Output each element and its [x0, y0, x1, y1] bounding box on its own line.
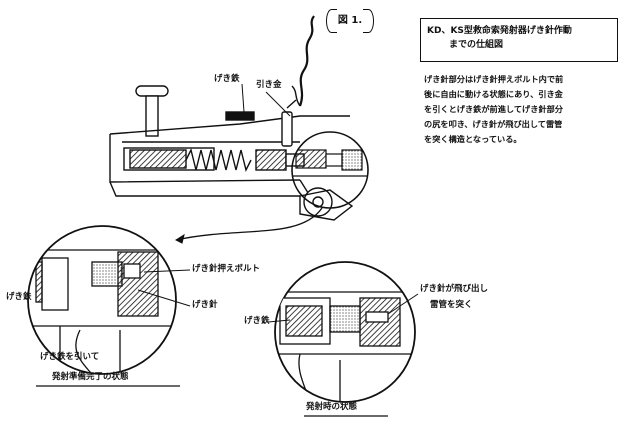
detail-circle-top [291, 131, 369, 209]
spring [185, 147, 252, 173]
label-top-trigger: 引き金 [256, 80, 282, 90]
label-left-hammer: げき鉄 [6, 292, 32, 302]
figure-number-bracket-left [326, 9, 337, 33]
description-line: を突く構造となっている。 [424, 134, 522, 144]
detail-circle-ready [27, 225, 191, 375]
figure-number-bracket-right [363, 9, 374, 33]
lanyard-rope [298, 15, 315, 107]
figure-number: 図 1. [326, 9, 374, 33]
description-line: げき針部分はげき針押えボルト内で前 [424, 74, 564, 84]
description-line: の尻を叩き、げき針が飛び出して雷管 [424, 119, 563, 129]
label-left-pin: げき針 [192, 300, 218, 310]
description-line: を引くとげき鉄が前進してげき針部分 [424, 104, 563, 114]
label-firing-pin-bolt: げき針押えボルト [192, 264, 261, 274]
description-line: 後に自由に動ける状態にあり、引き金 [424, 89, 563, 99]
hammer-knob [135, 85, 169, 137]
caption-fire: 発射時の状態 [306, 402, 358, 412]
caption-ready-line-2: 発射準備完了の状態 [52, 372, 129, 382]
label-right-hammer: げき鉄 [244, 316, 270, 326]
pointer-arrow [175, 207, 323, 241]
label-pin-out: げき針が飛び出し [420, 284, 489, 294]
label-top-hammer: げき鉄 [214, 74, 240, 84]
label-primer: 雷管を突く [430, 300, 473, 310]
launcher-assembly [109, 15, 354, 221]
figure-number-text: 図 1. [337, 15, 363, 26]
description: げき針部分はげき針押えボルト内で前 後に自由に動ける状態にあり、引き金 を引くと… [424, 72, 620, 147]
title-line-2: までの仕組図 [449, 40, 504, 50]
title-box: KD、KS型救命索発射器げき針作動 までの仕組図 [420, 18, 618, 62]
trigger [281, 99, 297, 147]
title-line-1: KD、KS型救命索発射器げき針作動 [427, 26, 572, 36]
detail-circle-fire [267, 261, 419, 403]
caption-ready-line-1: げき鉄を引いて [40, 352, 100, 362]
